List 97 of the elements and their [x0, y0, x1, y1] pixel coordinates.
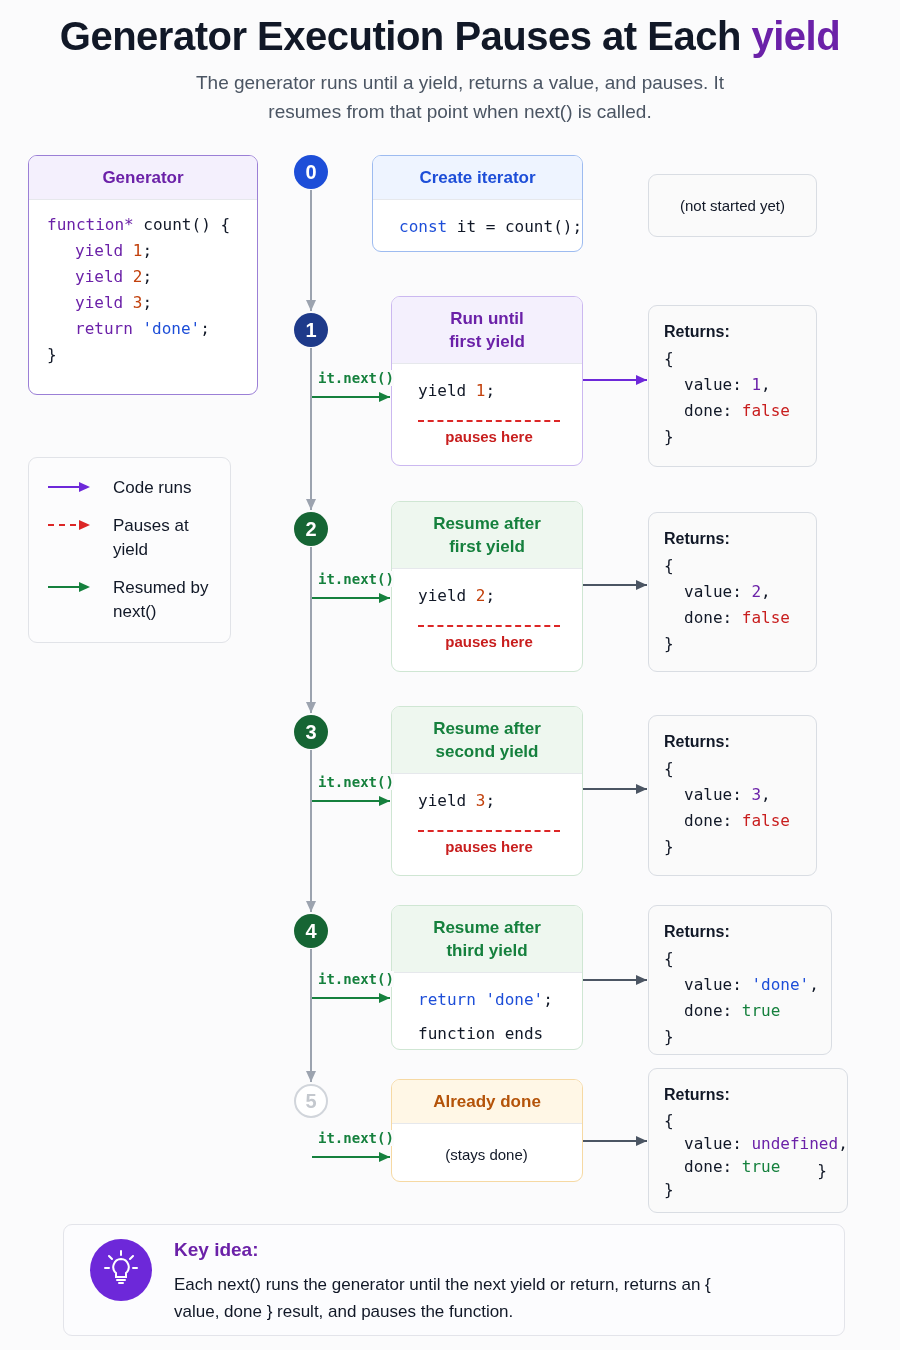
code-line: {: [664, 555, 674, 577]
code-card: [372, 155, 583, 252]
arrow: [582, 1136, 648, 1146]
code-card: [391, 296, 583, 466]
code-line: yield 1;: [418, 380, 496, 402]
code-line: }: [664, 1179, 674, 1201]
code-card: [391, 501, 583, 672]
arrow: [582, 975, 648, 985]
diagram-title: Generator Execution Pauses at Each yield: [58, 14, 842, 59]
arrow: [306, 189, 316, 312]
code-line: yield 2;: [75, 266, 153, 288]
result-card: [648, 715, 817, 876]
code-line: done: true: [684, 1156, 781, 1178]
arrow: [306, 749, 316, 913]
card-header: Generator: [29, 156, 257, 200]
note-text: function ends: [418, 1023, 544, 1045]
code-line: }: [817, 1160, 827, 1182]
arrow: [311, 392, 391, 402]
result-card: [648, 174, 817, 237]
arrow: [582, 580, 648, 590]
result-heading: Returns:: [664, 322, 731, 342]
code-line: }: [664, 426, 674, 448]
code-line: }: [664, 836, 674, 858]
status-text: (not started yet): [679, 197, 785, 214]
result-heading: Returns:: [664, 529, 731, 549]
step-number-badge: 0: [294, 155, 328, 189]
code-line: value: 'done',: [684, 974, 819, 996]
code-line: value: 2,: [684, 581, 771, 603]
card-header: Resume after second yield: [392, 707, 582, 774]
status-text: (stays done): [444, 1145, 529, 1163]
result-heading: Returns:: [664, 732, 731, 752]
key-idea-heading: Key idea:: [174, 1239, 259, 1261]
legend-text: Code runs: [113, 477, 193, 499]
code-line: done: false: [684, 400, 790, 422]
arrow: [582, 784, 648, 794]
edge-label: it.next(): [318, 971, 394, 987]
result-heading: Returns:: [664, 922, 731, 942]
arrow: [582, 375, 648, 385]
subtitle-text: The generator runs until a yield, returns a value, and pauses. It resumes from that point when next() is called.: [194, 71, 726, 124]
pause-note: pauses here: [444, 838, 534, 855]
code-line: {: [664, 948, 674, 970]
edge-label: it.next(): [318, 774, 394, 790]
step-number-badge: 2: [294, 512, 328, 546]
arrow: [311, 593, 391, 603]
edge-label: it.next(): [318, 1130, 394, 1146]
code-line: yield 2;: [418, 585, 496, 607]
code-line: function* count() {: [47, 214, 231, 236]
code-card: [391, 706, 583, 876]
code-line: value: undefined,: [684, 1133, 847, 1155]
arrow: [311, 993, 391, 1003]
code-line: yield 3;: [75, 292, 153, 314]
arrow: [306, 948, 316, 1083]
card-header: Create iterator: [373, 156, 582, 200]
result-heading: Returns:: [664, 1085, 731, 1105]
result-card: [648, 1068, 848, 1213]
code-line: return 'done';: [418, 989, 553, 1011]
step-number-badge: 5: [294, 1084, 328, 1118]
arrow: [311, 1152, 391, 1162]
code-line: done: false: [684, 607, 790, 629]
code-line: value: 3,: [684, 784, 771, 806]
code-line: done: false: [684, 810, 790, 832]
code-line: yield 1;: [75, 240, 153, 262]
card-header: Already done: [392, 1080, 582, 1124]
code-line: }: [47, 344, 57, 366]
result-card: [648, 905, 832, 1055]
code-card: [391, 905, 583, 1050]
edge-label: it.next(): [318, 571, 394, 587]
arrow: [311, 796, 391, 806]
step-number-badge: 4: [294, 914, 328, 948]
code-card: [28, 155, 258, 395]
code-line: {: [664, 348, 674, 370]
result-card: [648, 305, 817, 467]
key-idea-text: Each next() runs the generator until the next yield or return, returns an { value, done } result, and pauses the function.: [174, 1274, 712, 1323]
code-line: }: [664, 1026, 674, 1048]
code-line: {: [664, 758, 674, 780]
code-line: {: [664, 1110, 674, 1132]
pause-note: pauses here: [444, 428, 534, 445]
code-line: yield 3;: [418, 790, 496, 812]
card-header: Resume after third yield: [392, 906, 582, 973]
legend-text: Resumed by next(): [113, 577, 209, 623]
code-line: done: true: [684, 1000, 781, 1022]
arrow: [306, 546, 316, 714]
pause-note: pauses here: [444, 633, 534, 650]
card-header: Resume after first yield: [392, 502, 582, 569]
arrow: [306, 347, 316, 511]
step-number-badge: 3: [294, 715, 328, 749]
code-line: return 'done';: [75, 318, 210, 340]
code-line: value: 1,: [684, 374, 771, 396]
result-card: [648, 512, 817, 672]
legend-text: Pauses at yield: [113, 515, 190, 561]
code-card: [391, 1079, 583, 1182]
edge-label: it.next(): [318, 370, 394, 386]
code-line: const it = count();: [399, 216, 582, 238]
code-line: }: [664, 633, 674, 655]
step-number-badge: 1: [294, 313, 328, 347]
card-header: Run until first yield: [392, 297, 582, 364]
key-idea-panel: [63, 1224, 845, 1336]
